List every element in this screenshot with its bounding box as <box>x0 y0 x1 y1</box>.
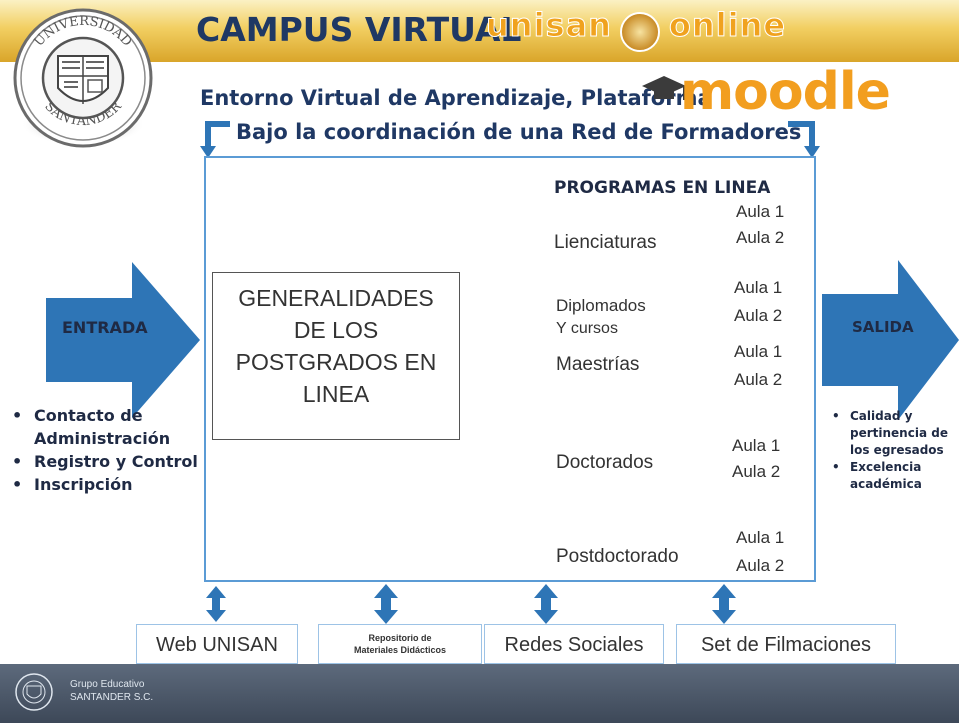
aula-label: Aula 2 <box>736 228 785 247</box>
set-filmaciones-box: Set de Filmaciones <box>676 624 896 664</box>
footer-text: Grupo Educativo SANTANDER S.C. <box>70 678 153 704</box>
left-bent-arrow <box>205 121 230 150</box>
header-bar <box>0 0 959 62</box>
footer-seal-icon <box>15 673 53 711</box>
repositorio-box: Repositorio de Materiales Didácticos <box>318 624 482 664</box>
aula-label: Aula 1 <box>736 202 785 221</box>
mortarboard-icon <box>642 76 686 100</box>
programs-title: PROGRAMAS EN LINEA <box>554 178 771 198</box>
coordination-text: Bajo la coordinación de una Red de Forma… <box>236 120 802 144</box>
bullet-icon: • <box>12 475 23 494</box>
aula-label: Aula 1 <box>734 278 783 297</box>
program-diplomados-sub: Y cursos <box>556 320 618 337</box>
salida-list: •Calidad y pertinencia de los egresados … <box>826 408 956 493</box>
entrada-item: •Inscripción <box>12 475 133 494</box>
generalidades-text: GENERALIDADES DE LOS POSTGRADOS EN LINEA <box>212 282 460 410</box>
repositorio-line1: Repositorio de <box>368 633 432 643</box>
salida-item: •Excelencia académica <box>832 460 922 491</box>
entrada-label: ENTRADA <box>62 318 148 337</box>
salida-arrow <box>822 260 959 420</box>
footer-bar <box>0 664 959 723</box>
brand-online: online <box>668 6 787 45</box>
right-bent-arrow <box>788 121 815 150</box>
moodle-logo: moodle <box>680 62 891 122</box>
bullet-icon: • <box>832 409 840 423</box>
program-postdoctorado: Postdoctorado <box>556 546 679 567</box>
aula-label: Aula 1 <box>732 436 781 455</box>
entrada-item: •Contacto de Administración <box>12 406 171 448</box>
entrada-arrow <box>46 262 200 418</box>
footer-line2: SANTANDER S.C. <box>70 692 154 703</box>
bullet-icon: • <box>12 452 23 471</box>
program-maestrias: Maestrías <box>556 354 640 375</box>
generalidades-line: DE LOS <box>293 317 379 343</box>
logo-inner-ring <box>20 15 146 141</box>
salida-label: SALIDA <box>852 318 914 336</box>
aula-label: Aula 2 <box>734 306 783 325</box>
entrada-list: •Contacto de Administración •Registro y … <box>4 404 204 496</box>
program-diplomados: Diplomados <box>556 296 646 315</box>
aula-label: Aula 1 <box>736 528 785 547</box>
salida-item: •Calidad y pertinencia de los egresados <box>832 409 948 457</box>
double-arrow-icon <box>206 584 736 624</box>
web-unisan-box: Web UNISAN <box>136 624 298 664</box>
generalidades-line: LINEA <box>302 381 370 407</box>
generalidades-line: POSTGRADOS EN <box>235 349 437 375</box>
generalidades-line: GENERALIDADES <box>238 285 434 311</box>
university-seal-icon: UNIVERSIDAD SANTANDER <box>13 8 153 148</box>
brand-seal-icon <box>620 11 661 52</box>
aula-label: Aula 2 <box>734 370 783 389</box>
bullet-icon: • <box>12 406 23 425</box>
aula-label: Aula 1 <box>734 342 783 361</box>
unisan-online-brand: unisan online <box>486 6 787 52</box>
bullet-icon: • <box>832 460 840 474</box>
program-doctorados: Doctorados <box>556 452 654 473</box>
subtitle: Entorno Virtual de Aprendizaje, Platafor… <box>200 86 712 110</box>
entrada-item: •Registro y Control <box>12 452 198 471</box>
generalidades-box <box>212 272 460 440</box>
redes-sociales-box: Redes Sociales <box>484 624 664 664</box>
repositorio-line2: Materiales Didácticos <box>353 645 447 655</box>
aula-label: Aula 2 <box>736 556 785 575</box>
program-lienciaturas: Lienciaturas <box>554 232 657 253</box>
campus-virtual-title: CAMPUS VIRTUAL <box>196 10 522 49</box>
aula-label: Aula 2 <box>732 462 781 481</box>
brand-unisan: unisan <box>486 6 612 45</box>
footer-line1: Grupo Educativo <box>70 679 145 690</box>
